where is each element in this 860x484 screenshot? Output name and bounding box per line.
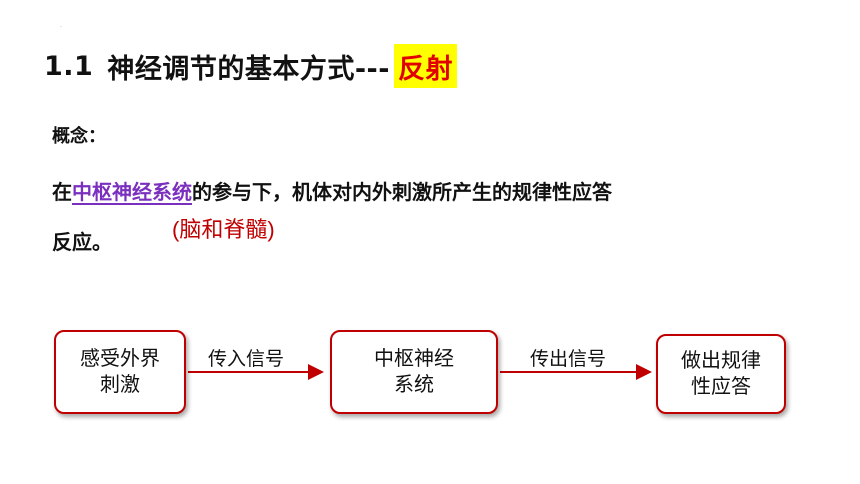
box3-line1: 做出规律 xyxy=(681,350,761,372)
box2-line2: 系统 xyxy=(394,374,434,396)
slide-title: 1.1 神经调节的基本方式--- 反射 xyxy=(44,44,457,88)
term-note: (脑和脊髓) xyxy=(172,217,275,242)
box1-line2: 刺激 xyxy=(100,374,140,396)
arrow-1-label: 传入信号 xyxy=(208,349,285,370)
title-text: 神经调节的基本方式--- xyxy=(107,53,390,85)
box3-line2: 性应答 xyxy=(691,376,751,398)
definition-prefix: 在 xyxy=(52,180,72,204)
arrow-2-label: 传出信号 xyxy=(530,349,607,370)
definition-line-1: 在中枢神经系统的参与下，机体对内外刺激所产生的规律性应答 xyxy=(52,176,612,205)
box1-line1: 感受外界 xyxy=(80,348,160,370)
title-highlight: 反射 xyxy=(393,44,457,88)
flow-box-cns: 中枢神经 系统 xyxy=(330,330,498,414)
concept-label: 概念： xyxy=(52,126,106,147)
definition-line-2: 反应。 xyxy=(52,230,112,254)
slide-marker: . xyxy=(60,22,62,29)
section-number: 1.1 xyxy=(44,50,94,82)
flow-box-stimulus: 感受外界 刺激 xyxy=(54,330,186,414)
box2-line1: 中枢神经 xyxy=(374,348,454,370)
definition-rest: 的参与下，机体对内外刺激所产生的规律性应答 xyxy=(192,180,612,204)
flow-box-response: 做出规律 性应答 xyxy=(656,334,786,414)
definition-term: 中枢神经系统 xyxy=(72,180,192,204)
